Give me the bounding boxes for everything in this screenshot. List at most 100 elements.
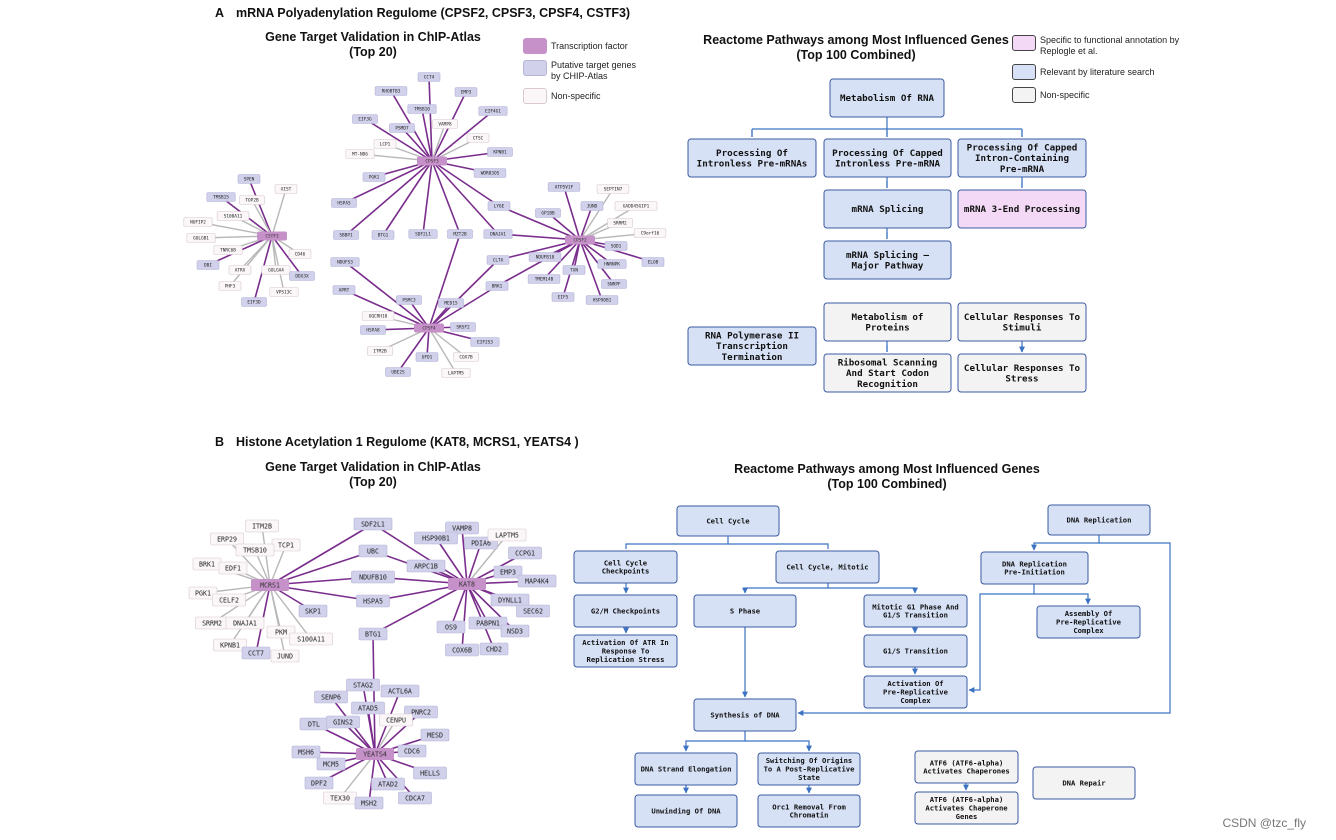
pathway-box: DNA Repair — [1032, 766, 1136, 800]
gene-node-label: DPF2 — [311, 779, 327, 787]
pathway-box-label-line: RNA Polymerase II — [705, 331, 799, 342]
gene-node-box — [528, 252, 562, 262]
pathway-box-label-line: And Start Codon — [846, 368, 929, 379]
gene-node-box — [288, 249, 312, 259]
network-edge — [466, 542, 482, 585]
pathway-box-label-line: Metabolism of — [852, 312, 924, 323]
gene-node-label: TMSB10 — [414, 107, 430, 113]
pathway-box-rect — [863, 634, 968, 668]
gene-node: CHD2 — [479, 642, 509, 656]
pathway-box-label-line: Intronless Pre-mRNAs — [697, 159, 808, 170]
gene-node-box — [408, 229, 438, 239]
tf-node-box — [448, 578, 486, 590]
pathway-box-label-line: Pre-Initiation — [1004, 568, 1065, 577]
gene-node-label: VAMP8 — [438, 122, 452, 128]
gene-node-label: S100A11 — [224, 214, 243, 220]
legend-label: Specific to functional annotation by Rep… — [1040, 35, 1180, 56]
gene-node: TMSB10 — [407, 104, 437, 114]
gene-node-box — [351, 701, 385, 715]
gene-node-box — [468, 616, 508, 630]
b-network-title-line2: (Top 20) — [349, 475, 397, 489]
gene-node: TEX30 — [323, 791, 357, 805]
gene-node-box — [596, 184, 630, 194]
pathway-box-label: DNA Repair — [1062, 779, 1106, 788]
gene-node-box — [239, 195, 265, 205]
gene-node: ATP5V1F — [547, 182, 581, 192]
a-network-title-line1: Gene Target Validation in ChIP-Atlas — [265, 30, 481, 44]
pathway-box-label-line: Processing Of Capped — [967, 143, 1078, 154]
a-reactome-title: Reactome Pathways among Most Influenced … — [676, 33, 1036, 63]
network-edge — [374, 753, 416, 799]
gene-node-label: SEC62 — [523, 607, 543, 615]
gene-node: SPEN — [237, 174, 261, 184]
gene-node-box — [241, 297, 267, 307]
pathway-box-rect — [676, 505, 780, 537]
gene-node: SDF2L1 — [353, 517, 393, 531]
gene-node-label: EDF1 — [225, 564, 241, 572]
gene-node-box — [397, 744, 427, 758]
legend-transcription-factor: Transcription factor — [523, 38, 628, 54]
pathway-box-label-line: Mitotic G1 Phase And — [872, 602, 959, 611]
gene-node-label: JUND — [587, 204, 598, 210]
gene-node-label: ATAD5 — [358, 704, 378, 712]
gene-node-box — [218, 281, 242, 291]
pathway-box-label-line: Activates Chaperone — [925, 804, 1008, 813]
gene-node: S100A11 — [216, 211, 250, 221]
pathway-box: mRNA Splicing –Major Pathway — [823, 240, 952, 280]
gene-node-label: NDUFS3 — [337, 260, 353, 266]
gene-node-box — [289, 632, 333, 646]
gene-node-label: SNRPF — [607, 282, 621, 288]
network-edge — [431, 110, 494, 162]
pathway-box-label: Unwinding Of DNA — [651, 807, 721, 816]
network-edge — [269, 584, 286, 657]
pathway-box-label-line: Cell Cycle, Mitotic — [786, 563, 868, 572]
gene-node: GADD45GIP1 — [614, 201, 658, 211]
pathway-box-label-line: Termination — [722, 352, 783, 363]
gene-node-label: PHF3 — [225, 284, 236, 290]
gene-node: EIF4G1 — [478, 106, 508, 116]
gene-node-box — [218, 561, 248, 575]
pathway-box-label: ATF6 (ATF6-alpha)Activates Chaperones — [923, 758, 1010, 775]
gene-node-label: TNRC6B — [220, 248, 236, 254]
gene-node-label: EIF3D — [247, 300, 261, 306]
pathway-box-label: G2/M Checkpoints — [591, 607, 660, 616]
gene-node-label: DBI — [204, 263, 212, 269]
gene-node-box — [438, 298, 464, 308]
pathway-box-label-line: Proteins — [865, 323, 909, 334]
pathway-box-label: Cell Cycle — [706, 517, 750, 526]
network-edge — [422, 160, 433, 235]
gene-node: EIF3G — [352, 114, 378, 124]
gene-node: MZT2B — [447, 229, 473, 239]
pathway-box-rect — [775, 550, 880, 584]
pathway-box-label-line: Activation Of — [887, 679, 943, 688]
gene-node-box — [183, 217, 213, 227]
gene-node-label: SDF2L1 — [361, 520, 385, 528]
legend-label: Transcription factor — [551, 41, 628, 51]
legend-swatch — [523, 38, 547, 54]
gene-node: SNRPF — [601, 279, 627, 289]
pathway-box-label-line: Switching Of Origins — [766, 756, 853, 765]
gene-node-box — [291, 745, 321, 759]
gene-node: LAPTM5 — [441, 368, 471, 378]
gene-node-label: DYNLL1 — [498, 596, 522, 604]
gene-node-label: NUFIP2 — [190, 220, 206, 226]
gene-node-label: SKP1 — [305, 607, 321, 615]
pathway-box-label-line: Recognition — [857, 379, 918, 390]
gene-node: NDUFB10 — [351, 570, 395, 584]
gene-node: TXN — [562, 265, 586, 275]
gene-node: COX6B — [445, 643, 479, 657]
gene-node: CLTA — [486, 255, 510, 265]
gene-node-box — [479, 642, 509, 656]
gene-node-box — [213, 638, 247, 652]
gene-node-box — [454, 87, 478, 97]
gene-node-box — [371, 777, 405, 791]
gene-node: SRSF2 — [450, 322, 476, 332]
gene-node-label: CENPU — [386, 716, 406, 724]
pathway-box-label-line: Major Pathway — [852, 261, 924, 272]
gene-node-label: VPS13C — [276, 290, 292, 296]
